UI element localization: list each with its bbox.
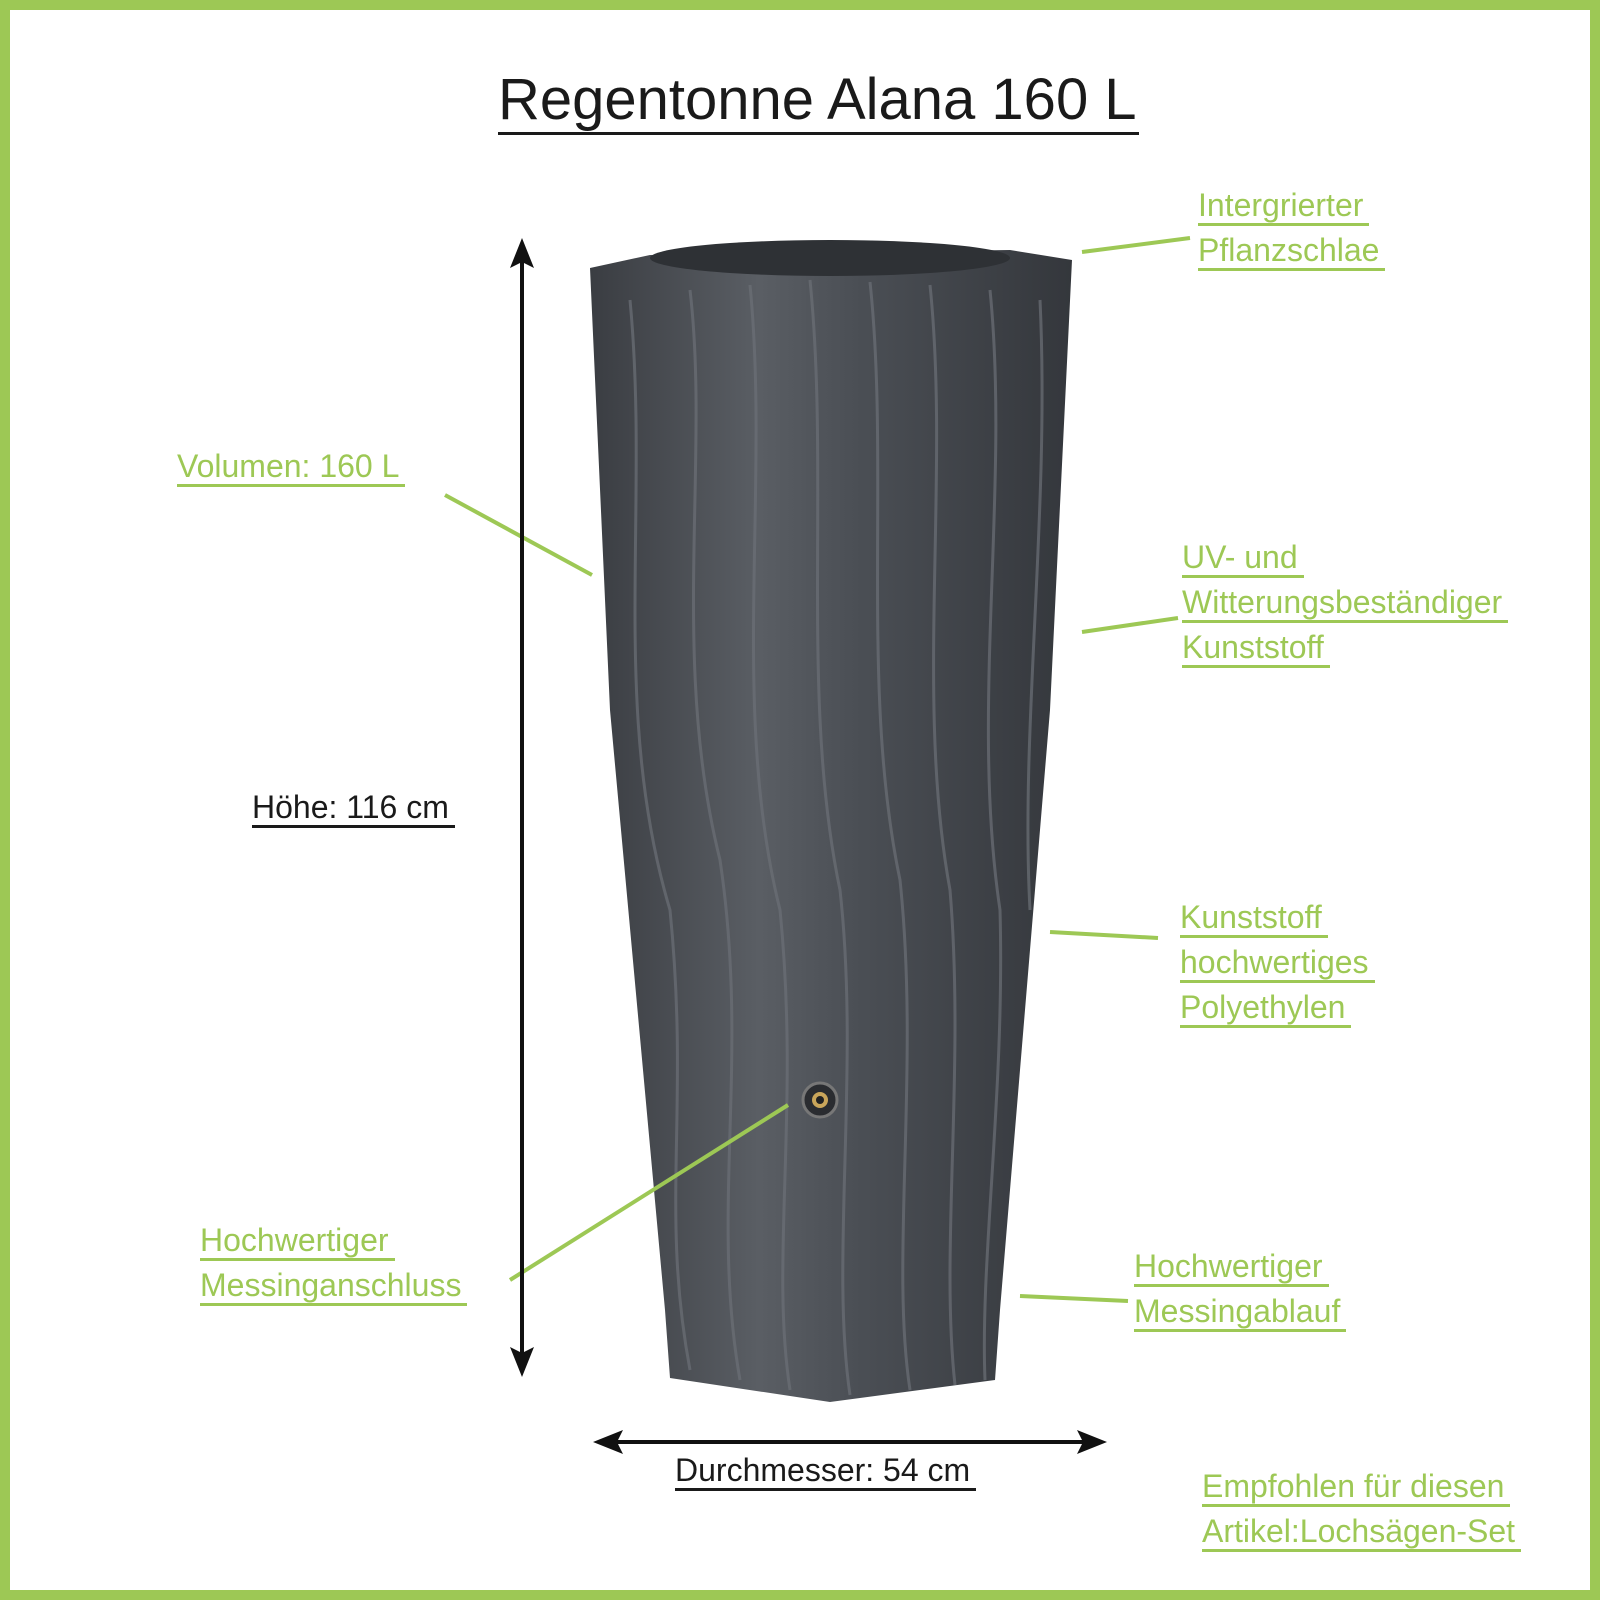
label-line: Pflanzschlae xyxy=(1198,232,1386,271)
label-brass-connector: Hochwertiger Messinganschluss xyxy=(200,1220,468,1310)
label-line: Messinganschluss xyxy=(200,1267,468,1306)
label-brass-drain: Hochwertiger Messingablauf xyxy=(1134,1246,1347,1336)
page-title: Regentonne Alana 160 L xyxy=(498,68,1139,135)
diameter-arrow xyxy=(593,1430,1107,1454)
height-arrow xyxy=(510,238,534,1377)
height-value: Höhe: 116 cm xyxy=(252,789,455,828)
label-diameter: Durchmesser: 54 cm xyxy=(675,1450,977,1495)
label-line: UV- und xyxy=(1182,539,1304,578)
label-line: hochwertiges xyxy=(1180,944,1375,983)
label-line: Hochwertiger xyxy=(200,1222,395,1261)
brass-spigot xyxy=(801,1081,839,1119)
label-volume: Volumen: 160 L xyxy=(177,446,406,491)
label-line: Messingablauf xyxy=(1134,1293,1347,1332)
label-line: Artikel:Lochsägen-Set xyxy=(1202,1513,1522,1552)
label-line: Polyethylen xyxy=(1180,989,1352,1028)
diameter-value: Durchmesser: 54 cm xyxy=(675,1452,977,1491)
label-height: Höhe: 116 cm xyxy=(252,787,455,832)
label-recommended[interactable]: Empfohlen für diesen Artikel:Lochsägen-S… xyxy=(1202,1466,1522,1556)
label-material: Kunststoff hochwertiges Polyethylen xyxy=(1180,897,1375,1032)
label-planter: Intergrierter Pflanzschlae xyxy=(1198,185,1386,275)
label-line: Witterungsbeständiger xyxy=(1182,584,1509,623)
leader-lines xyxy=(444,236,1191,1303)
label-line: Intergrierter xyxy=(1198,187,1370,226)
label-line: Kunststoff xyxy=(1182,629,1330,668)
label-line: Kunststoff xyxy=(1180,899,1328,938)
label-line: Empfohlen für diesen xyxy=(1202,1468,1511,1507)
label-uv: UV- und Witterungsbeständiger Kunststoff xyxy=(1182,537,1509,672)
barrel-illustration xyxy=(444,236,1191,1454)
label-line: Hochwertiger xyxy=(1134,1248,1329,1287)
rain-barrel xyxy=(590,240,1072,1402)
label-line: Volumen: 160 L xyxy=(177,448,406,487)
